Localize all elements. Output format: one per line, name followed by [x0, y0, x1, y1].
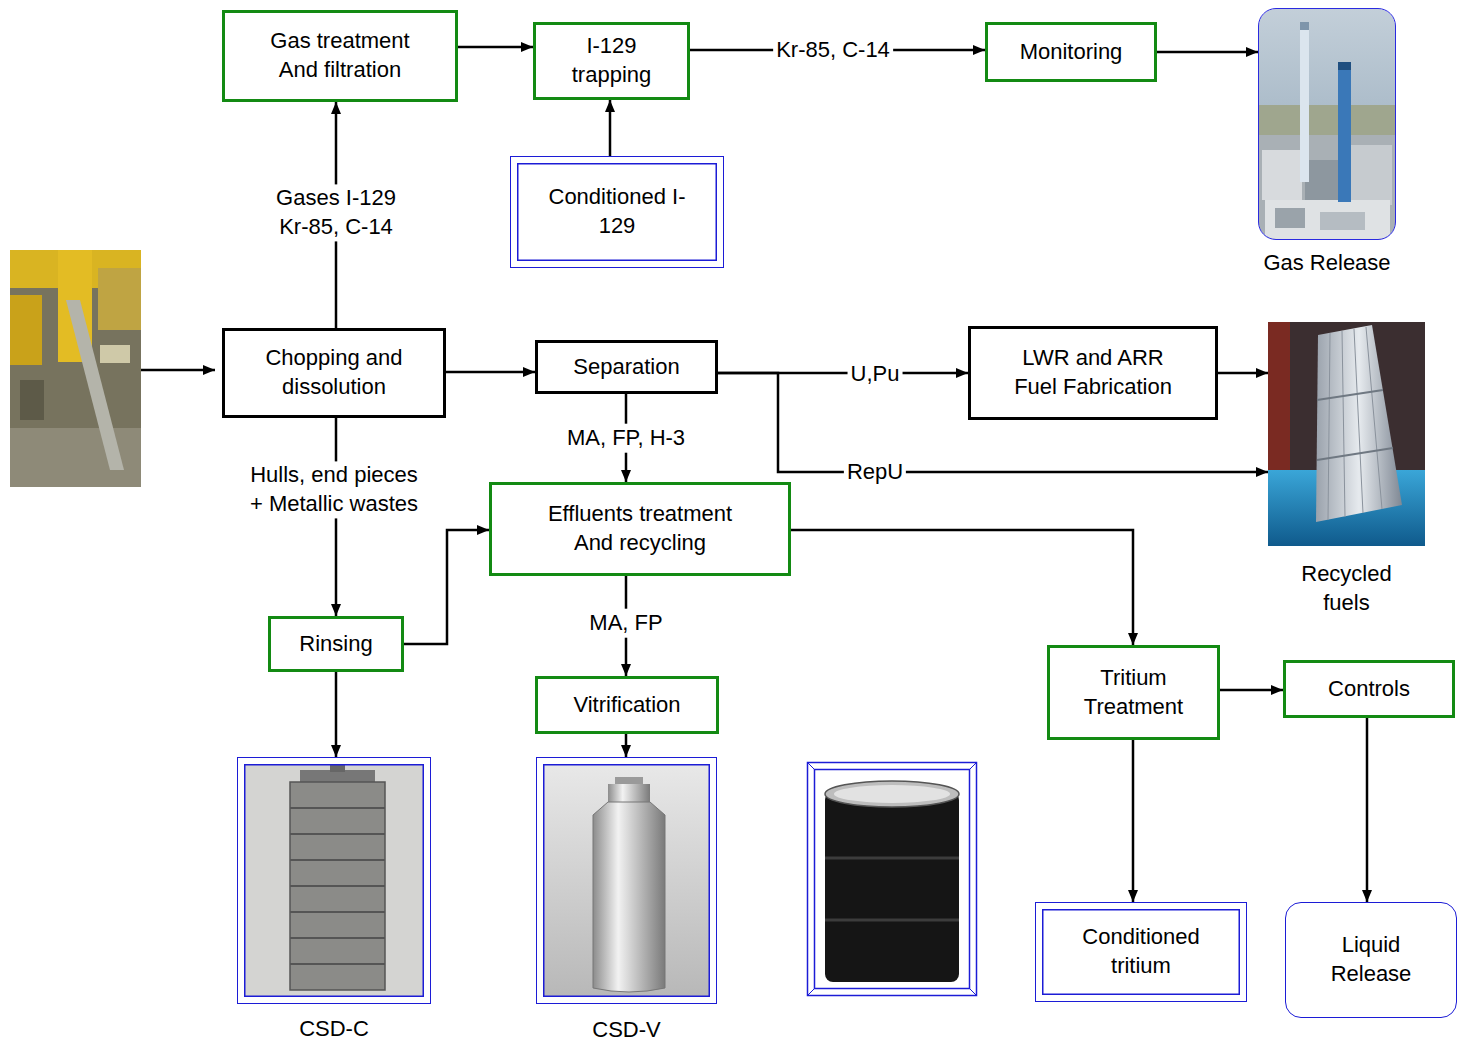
handling-photo [10, 250, 141, 487]
waste-package-box: Conditioned tritium [1035, 902, 1247, 1002]
edge-label: Hulls, end pieces + Metallic wastes [243, 461, 425, 518]
drum-frame [808, 763, 977, 996]
image-caption: CSD-C [274, 1015, 394, 1044]
box-label: Gas treatment And filtration [260, 27, 420, 84]
box-label: Conditioned tritium [1071, 923, 1211, 980]
box-label: Conditioned I-129 [547, 183, 687, 240]
flow-arrow [625, 734, 628, 757]
process-box: Vitrification [535, 676, 719, 734]
flow-arrow [458, 46, 533, 49]
box-label: Chopping and dissolution [259, 344, 409, 401]
process-box: I-129 trapping [533, 22, 690, 100]
flow-arrow [1220, 689, 1283, 692]
process-box: Chopping and dissolution [222, 328, 446, 418]
image-caption: Recycled fuels [1287, 560, 1407, 617]
compacted-canister-photo [245, 764, 423, 996]
edge-label: MA, FP, H-3 [564, 424, 688, 453]
box-label: Vitrification [573, 691, 680, 720]
release-box: Liquid Release [1285, 902, 1457, 1018]
box-label: Controls [1328, 675, 1410, 704]
edge-label: RepU [844, 458, 906, 487]
photo-frame: Gas Release [1258, 8, 1396, 240]
vitrified-canister-photo [544, 765, 709, 996]
flow-arrow [446, 371, 535, 374]
process-box: Gas treatment And filtration [222, 10, 458, 102]
image-caption: Gas Release [1242, 249, 1412, 278]
input-arrow [141, 369, 215, 372]
waste-package-box: Conditioned I-129 [510, 156, 724, 268]
edge-label: Gases I-129 Kr-85, C-14 [271, 184, 402, 241]
process-box: Controls [1283, 660, 1455, 718]
flow-arrow [335, 672, 338, 757]
box-label: Monitoring [1020, 38, 1123, 67]
box-label: LWR and ARR Fuel Fabrication [1004, 344, 1182, 401]
image-caption: CSD-V [567, 1016, 687, 1044]
box-label: Effluents treatment And recycling [534, 500, 746, 557]
photo-frame: Recycled fuels [1268, 322, 1425, 546]
box-label: Separation [573, 353, 679, 382]
plant-photo [1259, 9, 1395, 239]
flow-arrow [609, 100, 612, 156]
box-label: Liquid Release [1316, 931, 1426, 988]
box-label: Tritium Treatment [1074, 664, 1194, 721]
edge-label: U,Pu [848, 360, 903, 389]
process-box: LWR and ARR Fuel Fabrication [968, 326, 1218, 420]
process-box: Tritium Treatment [1047, 645, 1220, 740]
waste-package-frame: CSD-V [536, 757, 717, 1004]
box-label: I-129 trapping [562, 32, 662, 89]
fuel-assembly-photo [1268, 322, 1425, 546]
edge-label: MA, FP [586, 609, 665, 638]
flow-arrow [1132, 740, 1135, 902]
waste-package-frame: CSD-C [237, 757, 431, 1004]
flow-arrow [791, 530, 1133, 645]
flow-arrow [1366, 718, 1369, 902]
process-box: Monitoring [985, 22, 1157, 82]
process-box: Separation [535, 340, 718, 394]
process-box: Rinsing [268, 616, 404, 672]
process-box: Effluents treatment And recycling [489, 482, 791, 576]
edge-label: Kr-85, C-14 [773, 36, 893, 65]
box-label: Rinsing [299, 630, 372, 659]
flow-arrow [1157, 51, 1258, 54]
flow-arrow [1218, 372, 1268, 375]
flow-arrow [404, 530, 489, 644]
